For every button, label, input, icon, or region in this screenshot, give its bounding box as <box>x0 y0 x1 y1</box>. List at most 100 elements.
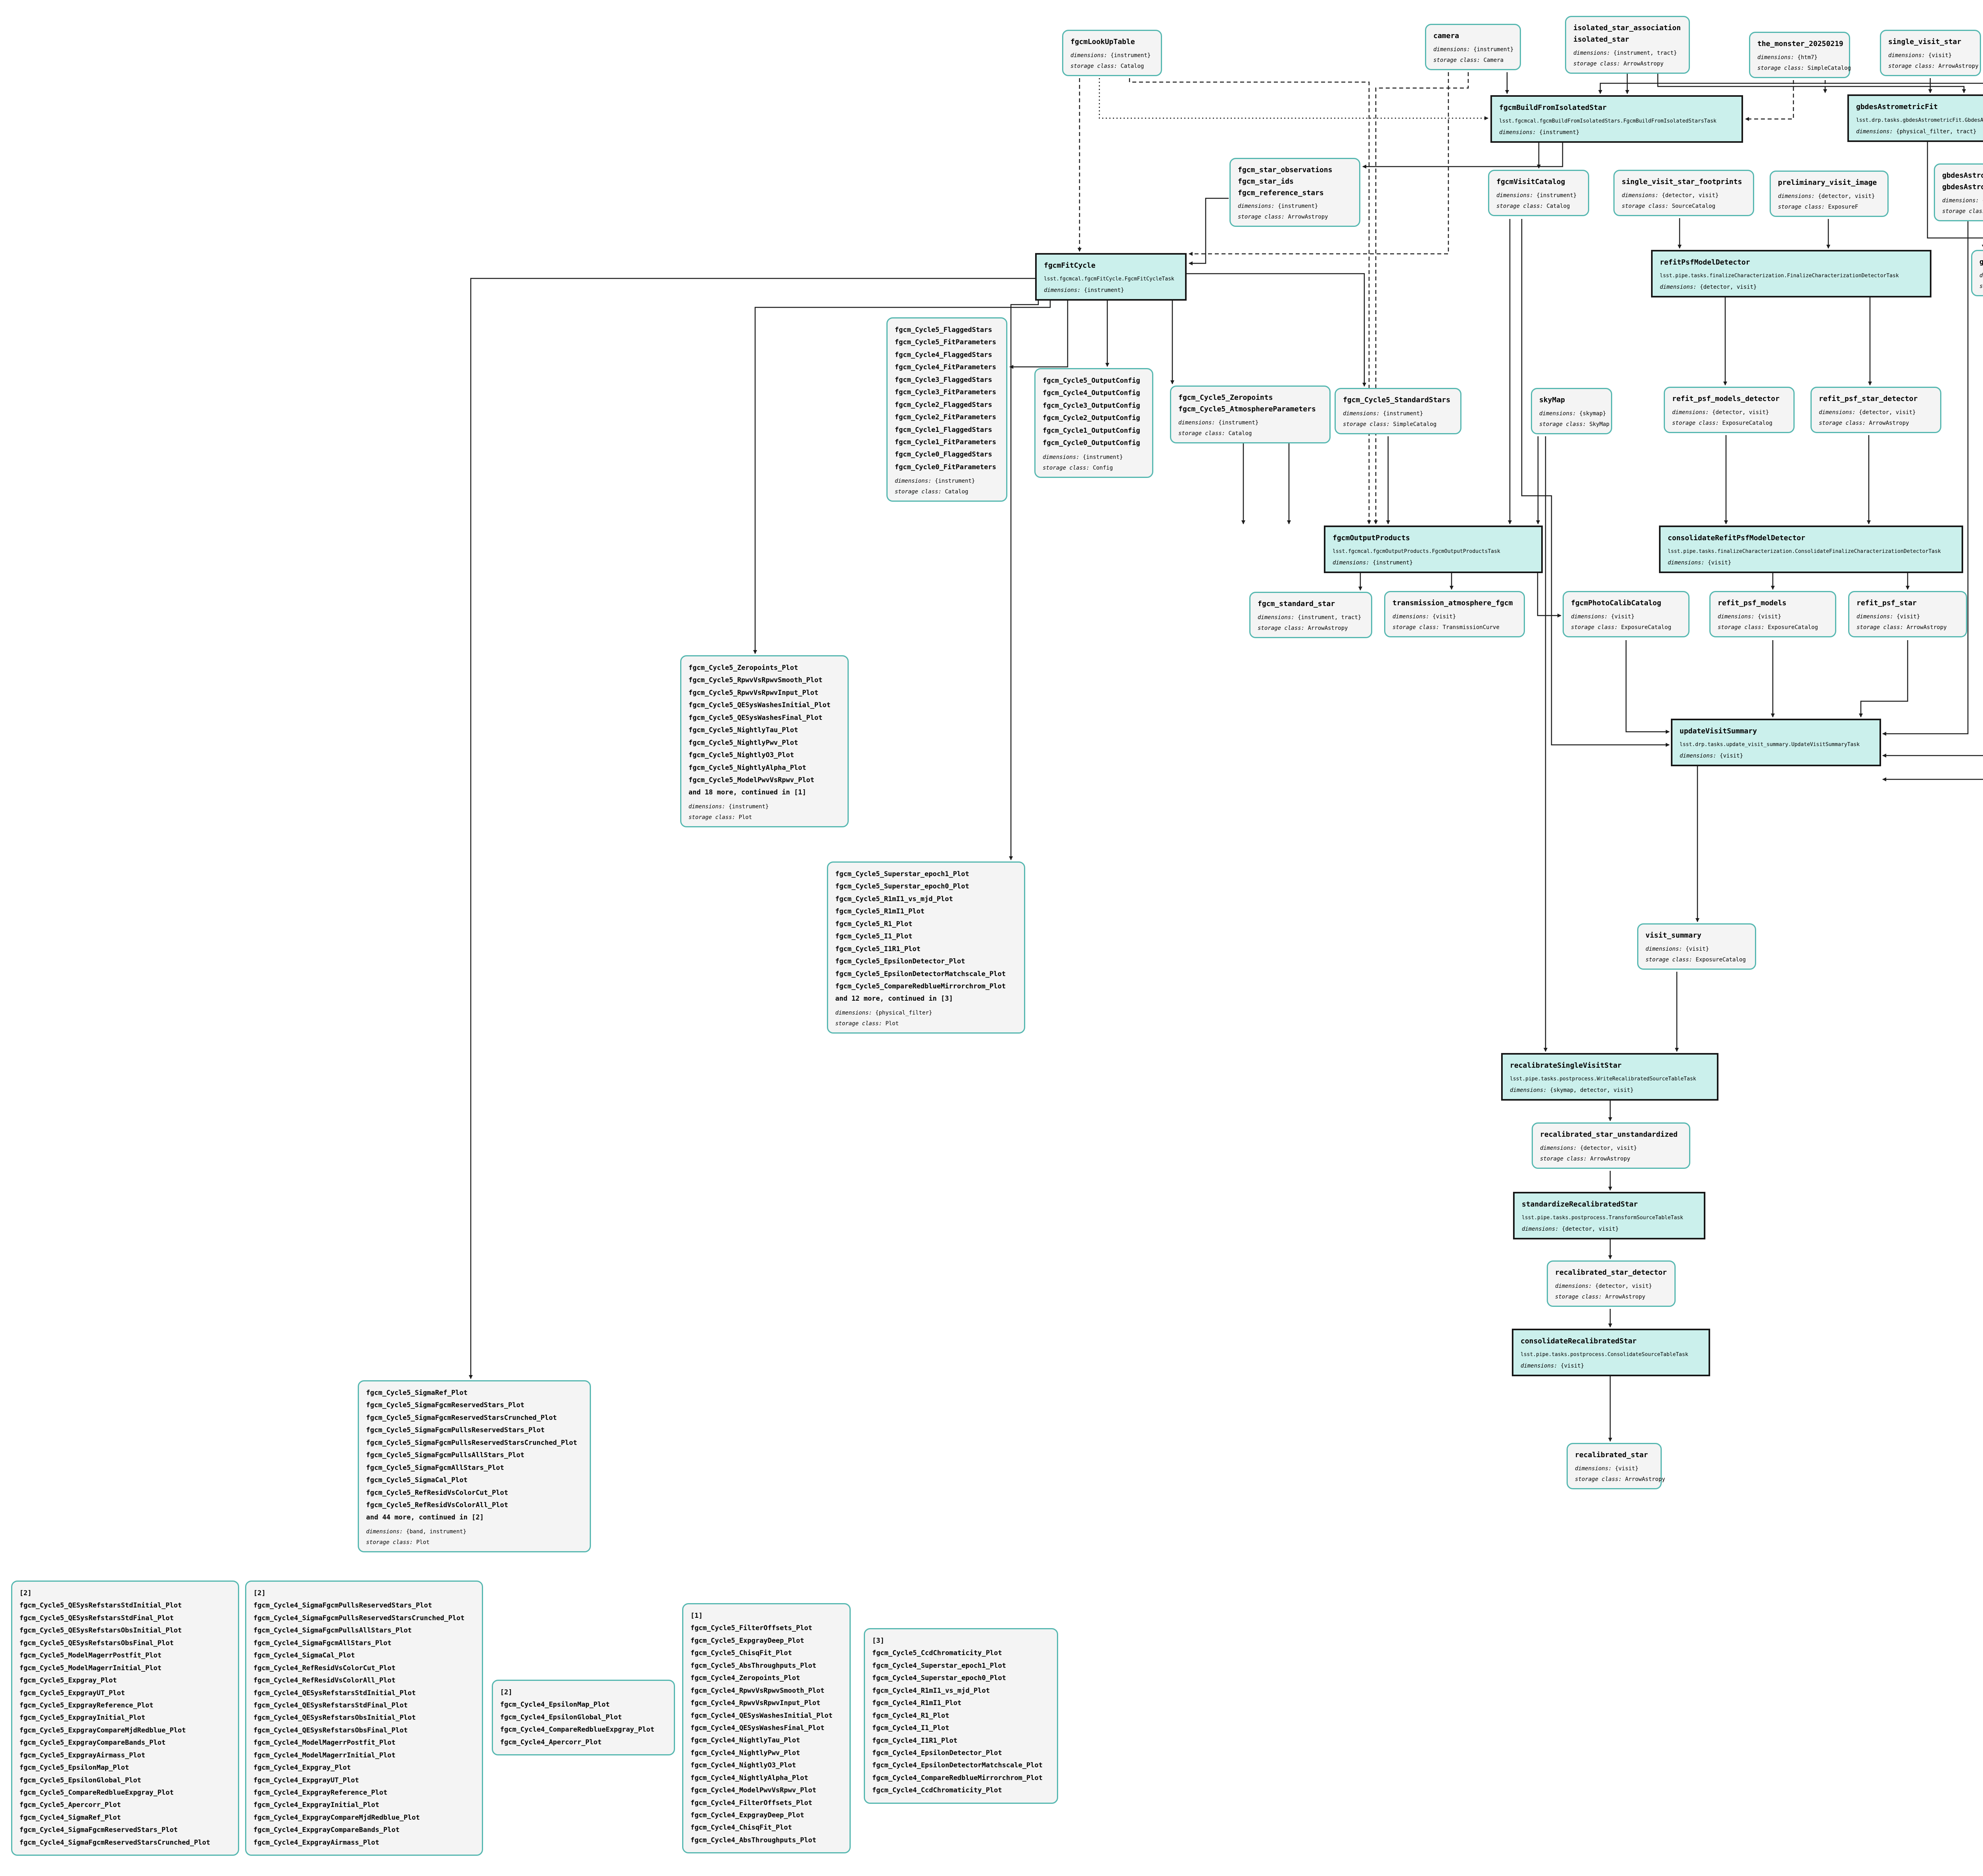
dimensions-value: {visit} <box>1433 613 1456 620</box>
dimensions-row: dimensions: {instrument} <box>1178 420 1322 426</box>
dimensions-value: {instrument} <box>1218 419 1259 426</box>
dimensions-value: {instrument} <box>1373 559 1413 566</box>
dataset-title: fgcm_Cycle4_SigmaFgcmPullsAllStars_Plot <box>253 1627 412 1635</box>
dimensions-value: {visit} <box>1686 946 1709 952</box>
dimensions-row: dimensions: {detector, visit} <box>1778 193 1880 199</box>
storage-class-label: storage class: <box>1539 421 1586 428</box>
dimensions-value: {instrument} <box>1473 46 1514 53</box>
dimensions-label: dimensions: <box>835 1009 872 1016</box>
dataset-title: fgcm_Cycle4_EpsilonDetector_Plot <box>872 1749 1002 1757</box>
dataset-title: fgcm_Cycle4_SigmaCal_Plot <box>253 1652 355 1660</box>
storage-class-row: storage class: Config <box>1043 465 1145 471</box>
storage-class-label: storage class: <box>1778 203 1825 210</box>
dimensions-value: {detector, visit} <box>1562 1226 1619 1232</box>
dataset-title: fgcm_Cycle4_NightlyTau_Plot <box>690 1736 800 1745</box>
dimensions-row: dimensions: {instrument} <box>1333 560 1534 566</box>
dataset-title: fgcm_Cycle5_NightlyAlpha_Plot <box>688 763 806 772</box>
dimensions-label: dimensions: <box>688 803 725 810</box>
dataset-title: fgcm_Cycle4_Superstar_epoch1_Plot <box>872 1661 1006 1670</box>
dataset-title: fgcm_Cycle4_QESysRefstarsStdInitial_Plot <box>253 1689 416 1697</box>
dimensions-row: dimensions: {visit} <box>1392 614 1517 620</box>
dataset-title: fgcm_Cycle4_RefResidVsColorCut_Plot <box>253 1664 396 1672</box>
dataset-title: fgcm_Cycle1_FitParameters <box>895 438 996 446</box>
task-class-path: lsst.pipe.tasks.finalizeCharacterization… <box>1668 548 1941 554</box>
storage-class-row: storage class: Catalog <box>1496 203 1581 209</box>
dimensions-value: {detector, visit} <box>1818 193 1875 199</box>
storage-class-label: storage class: <box>1573 60 1621 67</box>
dataset-title: fgcm_Cycle5_R1_Plot <box>835 920 913 928</box>
dataset-title: fgcm_Cycle1_OutputConfig <box>1043 426 1140 435</box>
storage-class-value: SkyMap <box>1589 421 1610 428</box>
dataset-title: fgcm_Cycle5_ModelPwvVsRpwv_Plot <box>688 776 815 784</box>
dataset-title: fgcm_Cycle5_SigmaFgcmAllStars_Plot <box>366 1464 504 1472</box>
task-title: updateVisitSummary <box>1680 727 1757 735</box>
task-class-path: lsst.pipe.tasks.postprocess.WriteRecalib… <box>1510 1076 1696 1082</box>
dataset-title: fgcm_Cycle5_R1mI1_vs_mjd_Plot <box>835 895 953 903</box>
dataset-title: fgcm_Cycle4_ExpgrayCompareMjdRedblue_Plo… <box>253 1813 420 1822</box>
storage-class-row: storage class: Plot <box>835 1020 1017 1027</box>
storage-class-value: SimpleCatalog <box>1393 421 1437 428</box>
storage-class-value: TransmissionCurve <box>1442 624 1500 631</box>
task-class-path: lsst.drp.tasks.update_visit_summary.Upda… <box>1680 741 1860 748</box>
dataset-gbdesAstrometricFitSkyWcsCatalog: gbdesAstrometricFitSkyWcsCatalogdimensio… <box>1971 250 1983 296</box>
dataset-title: refit_psf_star_detector <box>1819 395 1918 403</box>
dimensions-label: dimensions: <box>1070 52 1107 59</box>
storage-class-label: storage class: <box>1645 956 1693 963</box>
dataset-title: fgcm_Cycle2_FlaggedStars <box>895 401 992 409</box>
storage-class-value: ArrowAstropy <box>1590 1155 1630 1162</box>
dimensions-label: dimensions: <box>1178 419 1215 426</box>
dimensions-value: {visit} <box>1720 752 1743 759</box>
dataset-title: fgcm_Cycle5_NightlyO3_Plot <box>688 751 794 760</box>
dimensions-row: dimensions: {physical_filter} <box>835 1010 1017 1016</box>
continuation-note: and 44 more, continued in [2] <box>366 1513 484 1522</box>
dataset-title: fgcm_Cycle5_Superstar_epoch1_Plot <box>835 870 969 878</box>
dataset-title: fgcm_Cycle4_QESysRefstarsStdFinal_Plot <box>253 1701 408 1709</box>
dataset-title: fgcm_Cycle5_SigmaFgcmPullsReservedStarsC… <box>366 1439 577 1447</box>
dimensions-label: dimensions: <box>895 478 932 485</box>
dataset-title: recalibrated_star <box>1575 1451 1648 1459</box>
dimensions-value: {visit} <box>1897 613 1920 620</box>
storage-class-value: ExposureCatalog <box>1722 420 1772 426</box>
storage-class-row: storage class: Catalog <box>1178 430 1322 437</box>
storage-class-value: Plot <box>738 814 752 821</box>
dataset-title: fgcm_Cycle4_ExpgrayReference_Plot <box>253 1789 387 1797</box>
dataset-title: fgcm_Cycle4_AbsThroughputs_Plot <box>690 1836 817 1844</box>
dataset-title: fgcm_Cycle4_I1R1_Plot <box>872 1736 957 1745</box>
continuation-header: [2] <box>500 1688 512 1696</box>
storage-class-row: storage class: ExposureCatalog <box>1979 283 1983 290</box>
storage-class-row: storage class: ArrowAstropy <box>1540 1156 1682 1162</box>
dataset-title: fgcm_Cycle5_QESysWashesFinal_Plot <box>688 714 823 722</box>
dimensions-value: {instrument} <box>935 478 975 485</box>
storage-class-value: Plot <box>885 1020 899 1027</box>
storage-class-row: storage class: ExposureCatalog <box>1645 957 1748 963</box>
dataset-title: fgcm_Cycle5_CcdChromaticity_Plot <box>872 1649 1002 1657</box>
dimensions-row: dimensions: {skymap, detector, visit} <box>1510 1087 1710 1093</box>
dataset-title: fgcm_Cycle4_ExpgrayCompareBands_Plot <box>253 1826 400 1834</box>
storage-class-row: storage class: ArrowAstropy <box>1238 214 1352 220</box>
dataset-title: fgcm_Cycle5_AtmosphereParameters <box>1178 405 1316 413</box>
dimensions-row: dimensions: {instrument} <box>1499 129 1734 136</box>
storage-class-value: SimpleCatalog <box>1807 65 1851 71</box>
dimensions-label: dimensions: <box>1718 613 1755 620</box>
dataset-title: fgcm_Cycle4_QESysRefstarsObsInitial_Plot <box>253 1714 416 1722</box>
dataset-title: fgcm_Cycle4_CompareRedblueExpgray_Plot <box>500 1726 654 1734</box>
dataset-title: fgcm_Cycle5_RefResidVsColorCut_Plot <box>366 1489 508 1497</box>
dimensions-label: dimensions: <box>1672 409 1709 416</box>
storage-class-row: storage class: SimpleCatalog <box>1757 65 1851 71</box>
dataset-title: fgcm_Cycle4_ModelMagerrInitial_Plot <box>253 1751 396 1759</box>
dimensions-value: {instrument} <box>1110 52 1151 59</box>
dataset-title: fgcm_Cycle4_QESysRefstarsObsFinal_Plot <box>253 1726 408 1734</box>
dataset-title: fgcm_Cycle5_ExpgrayCompareBands_Plot <box>19 1739 166 1747</box>
dimensions-value: {detector, visit} <box>1662 192 1719 199</box>
dataset-title: fgcm_Cycle5_Zeropoints <box>1178 393 1273 402</box>
storage-class-value: ExposureF <box>1828 203 1858 210</box>
storage-class-row: storage class: Catalog <box>1070 63 1154 69</box>
dataset-title: fgcm_Cycle4_R1mI1_vs_mjd_Plot <box>872 1686 990 1695</box>
dimensions-label: dimensions: <box>1856 128 1893 135</box>
storage-class-label: storage class: <box>1942 208 1983 215</box>
